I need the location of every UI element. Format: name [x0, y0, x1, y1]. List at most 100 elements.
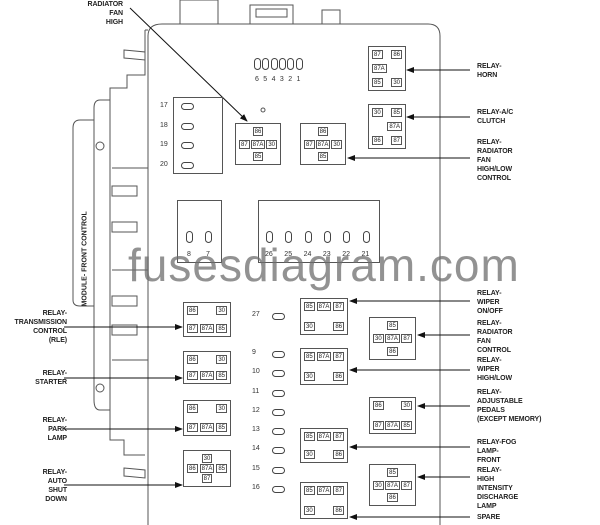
- pin-87A: 87A: [199, 371, 215, 380]
- pin-30: 30: [304, 372, 315, 381]
- pin-85: 85: [304, 486, 315, 495]
- fuse-25[interactable]: [285, 231, 293, 243]
- pin-87: 87: [201, 474, 213, 483]
- fuse-label: 7: [206, 251, 210, 258]
- pin-86: 86: [333, 322, 344, 331]
- fuse-7[interactable]: [205, 231, 212, 243]
- fuse-1[interactable]: [295, 58, 303, 70]
- pin-87A: 87A: [385, 421, 400, 430]
- fuse-20[interactable]: [181, 161, 194, 169]
- pin-86: 86: [333, 372, 344, 381]
- fuse-9[interactable]: [272, 351, 285, 358]
- fuse-16[interactable]: [272, 486, 285, 493]
- fuse-19[interactable]: [181, 142, 194, 149]
- fuse-26[interactable]: [266, 231, 273, 243]
- fuse-8[interactable]: [186, 231, 193, 243]
- relay-label-radiator-fan-high-low: RELAY- RADIATOR FAN HIGH/LOW CONTROL: [477, 139, 513, 182]
- fuse-5[interactable]: [262, 58, 270, 70]
- fuse-13[interactable]: [272, 428, 285, 435]
- pin-row: 30 86: [304, 322, 344, 331]
- pin-row: 85: [304, 152, 342, 161]
- pin-30: 30: [304, 322, 315, 331]
- pin-86: 86: [187, 404, 198, 413]
- relay-label-spare: SPARE: [477, 514, 501, 521]
- fuse-label: 20: [160, 160, 168, 168]
- pin-85: 85: [216, 371, 227, 380]
- fuse-18[interactable]: [181, 122, 194, 130]
- fuse-4[interactable]: [270, 58, 278, 70]
- pin-87: 87: [333, 486, 344, 495]
- relay-label-ac-clutch: RELAY-A/C CLUTCH: [477, 109, 514, 125]
- pin-87A: 87A: [199, 324, 215, 333]
- relay-label-wiper-high-low: RELAY- WIPER HIGH/LOW: [477, 357, 512, 382]
- fuse-24[interactable]: [304, 231, 312, 243]
- fuse-3[interactable]: [278, 58, 286, 70]
- pin-87: 87: [187, 423, 198, 432]
- fuse-27[interactable]: [272, 313, 285, 320]
- pin-87A: 87A: [315, 139, 331, 149]
- pin-87A: 87A: [387, 122, 402, 131]
- pin-row: 85: [373, 321, 412, 330]
- fuse-box-outline: [147, 23, 441, 525]
- pin-86: 86: [317, 127, 329, 136]
- fuse-11[interactable]: [272, 390, 285, 397]
- pin-87A: 87A: [316, 352, 332, 361]
- pin-86: 86: [187, 464, 198, 473]
- fuse-label: 9: [252, 349, 256, 356]
- pin-30: 30: [373, 480, 384, 490]
- fuse-15[interactable]: [272, 467, 285, 474]
- fuse-label: 3: [279, 76, 284, 83]
- pin-86: 86: [333, 450, 344, 459]
- pin-85: 85: [317, 152, 329, 161]
- fuse-label: 27: [252, 311, 260, 318]
- fuse-12[interactable]: [272, 409, 285, 416]
- relay-label-transmission: RELAY- TRANSMISSION CONTROL (RLE): [14, 310, 68, 344]
- fuse-23[interactable]: [323, 231, 331, 243]
- fuse-22[interactable]: [343, 231, 351, 243]
- pin-87A: 87A: [372, 64, 387, 73]
- relay-label-adjustable-pedals: RELAY- ADJUSTABLE PEDALS (EXCEPT MEMORY): [477, 389, 542, 423]
- fuse-label: 24: [303, 251, 312, 258]
- pin-87: 87: [304, 139, 315, 149]
- pin-87: 87: [401, 480, 412, 490]
- pin-86: 86: [187, 306, 198, 315]
- fuse-21[interactable]: [362, 231, 370, 243]
- relay-label-hid-lamp: RELAY- HIGH INTENSITY DISCHARGE LAMP: [477, 467, 519, 510]
- watermark: fusesdiagram.com: [128, 239, 520, 291]
- fuse-10[interactable]: [272, 370, 285, 377]
- relay-label-fog-lamp-front: RELAY-FOG LAMP- FRONT: [477, 439, 517, 464]
- relay-label-park-lamp: RELAY- PARK LAMP: [42, 417, 68, 442]
- fuse-2[interactable]: [287, 58, 295, 70]
- fuse-label: 11: [252, 388, 260, 395]
- module-front-control-label: MODULE- FRONT CONTROL: [81, 211, 89, 307]
- fuse-17[interactable]: [181, 103, 194, 110]
- fuse-14[interactable]: [272, 447, 285, 454]
- fuse-label: 2: [288, 76, 293, 83]
- fuse-label: 25: [284, 251, 293, 258]
- fuse-6[interactable]: [254, 58, 261, 70]
